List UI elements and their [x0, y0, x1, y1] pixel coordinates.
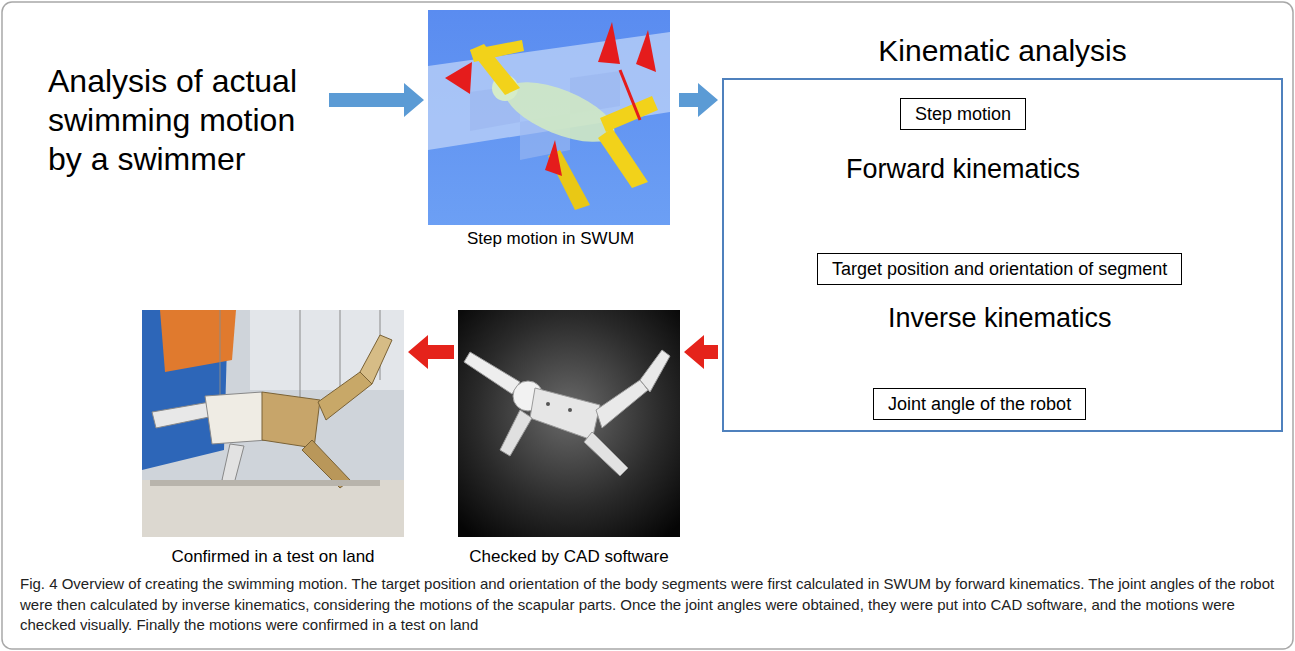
group-heading: Kinematic analysis	[722, 33, 1283, 69]
panel-caption: Step motion in SWUM	[428, 228, 673, 249]
arrow-shape	[679, 83, 718, 117]
box-text: Joint angle of the robot	[888, 393, 1071, 415]
block-arrow	[408, 335, 454, 369]
figure-caption: Fig. 4 Overview of creating the swimming…	[20, 574, 1275, 636]
panel-caption: Confirmed in a test on land	[142, 546, 404, 567]
cad-illustration	[458, 310, 680, 537]
kinematic-analysis-group: Kinematic analysisStep motionTarget posi…	[722, 35, 1283, 435]
box-text: Step motion	[915, 103, 1011, 125]
process-box: Step motion	[900, 98, 1026, 130]
swum-illustration	[428, 10, 670, 225]
box-text: Target position and orientation of segme…	[832, 258, 1167, 280]
panel-caption: Checked by CAD software	[458, 546, 680, 567]
arrow-shape	[408, 335, 454, 369]
swum-panel: Step motion in SWUM	[428, 10, 673, 260]
process-box: Joint angle of the robot	[873, 388, 1086, 420]
land-test-panel: Confirmed in a test on land	[142, 310, 404, 572]
arrow-shape	[684, 335, 718, 369]
land-test-photo	[142, 310, 404, 537]
block-arrow	[684, 335, 718, 369]
node-text: Analysis of actual swimming motion by a …	[48, 62, 323, 179]
cad-panel: Checked by CAD software	[458, 310, 680, 572]
source-text: Analysis of actual swimming motion by a …	[48, 62, 323, 179]
block-arrow	[329, 83, 424, 117]
block-arrow	[679, 83, 718, 117]
arrow-shape	[329, 83, 424, 117]
process-box: Target position and orientation of segme…	[817, 253, 1182, 285]
